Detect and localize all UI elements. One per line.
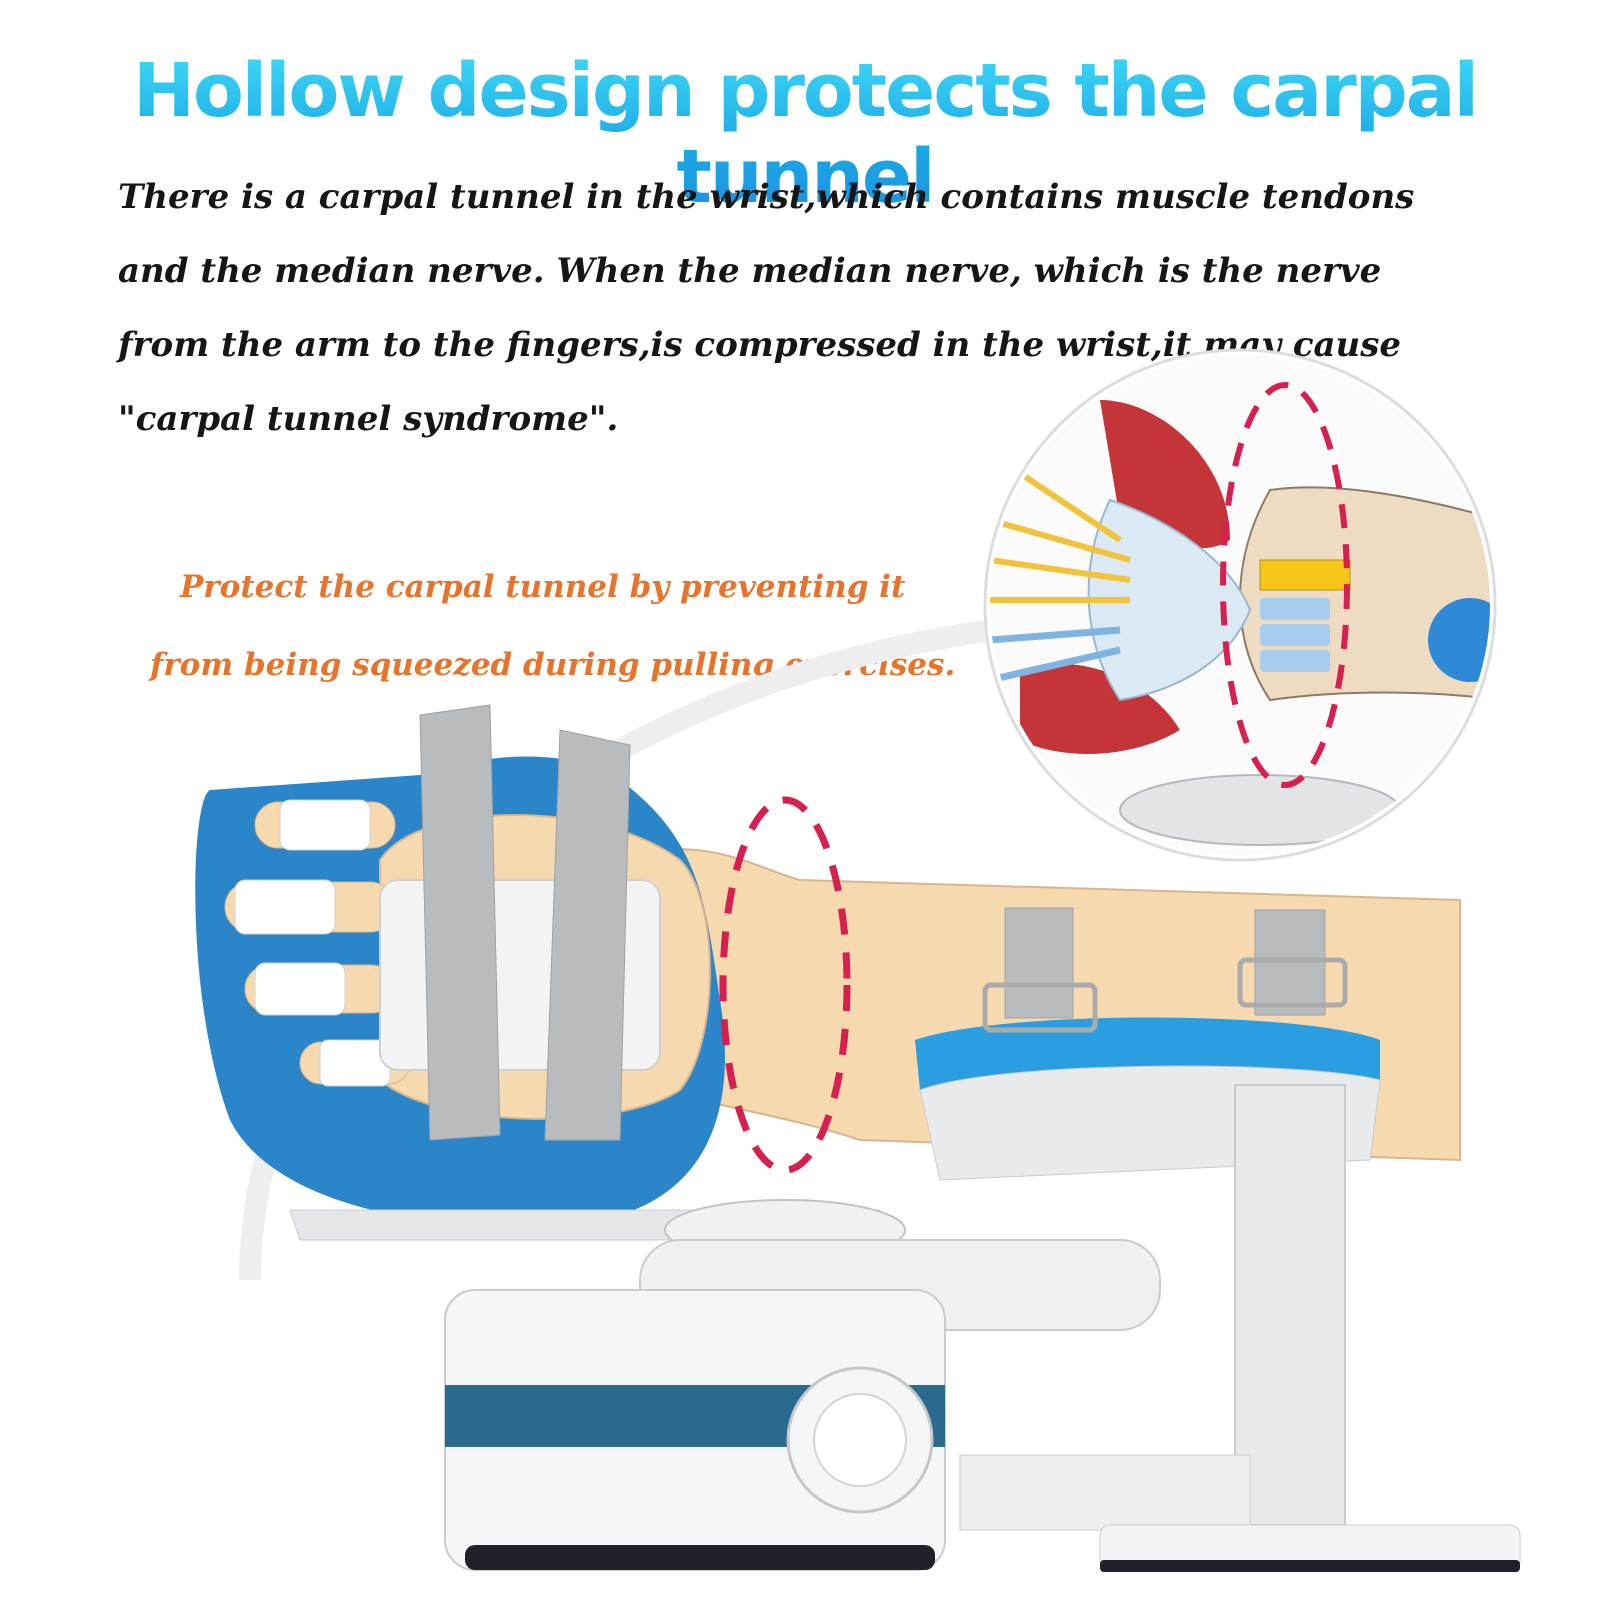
page-title: Hollow design protects the carpal tunnel (0, 48, 1610, 220)
description-paragraph: There is a carpal tunnel in the wrist,wh… (118, 160, 1498, 456)
lower-bracket (959, 1454, 1251, 1531)
adjustment-knob-icon (786, 1366, 934, 1514)
strap-buckle-2 (1237, 957, 1348, 1008)
description-line-1: There is a carpal tunnel in the wrist,wh… (118, 177, 1415, 217)
strap-buckle-1 (982, 982, 1098, 1033)
base-foot (465, 1545, 935, 1570)
fingers (224, 799, 411, 1087)
strap-1 (419, 704, 501, 1141)
strap-2 (544, 729, 631, 1141)
description-line-2: and the median nerve. When the median ne… (118, 251, 1382, 291)
carpal-tunnel-anatomy-inset (983, 348, 1497, 862)
vertical-column (1234, 1084, 1346, 1526)
forearm-cradle-rim (915, 1017, 1380, 1090)
right-foot-sole (1100, 1560, 1520, 1572)
forearm-strap-1 (1004, 907, 1074, 1019)
description-line-4: "carpal tunnel syndrome". (118, 399, 619, 439)
wrist-highlight-ellipse (719, 796, 851, 1174)
highlight-line-1: Protect the carpal tunnel by preventing … (180, 569, 906, 605)
